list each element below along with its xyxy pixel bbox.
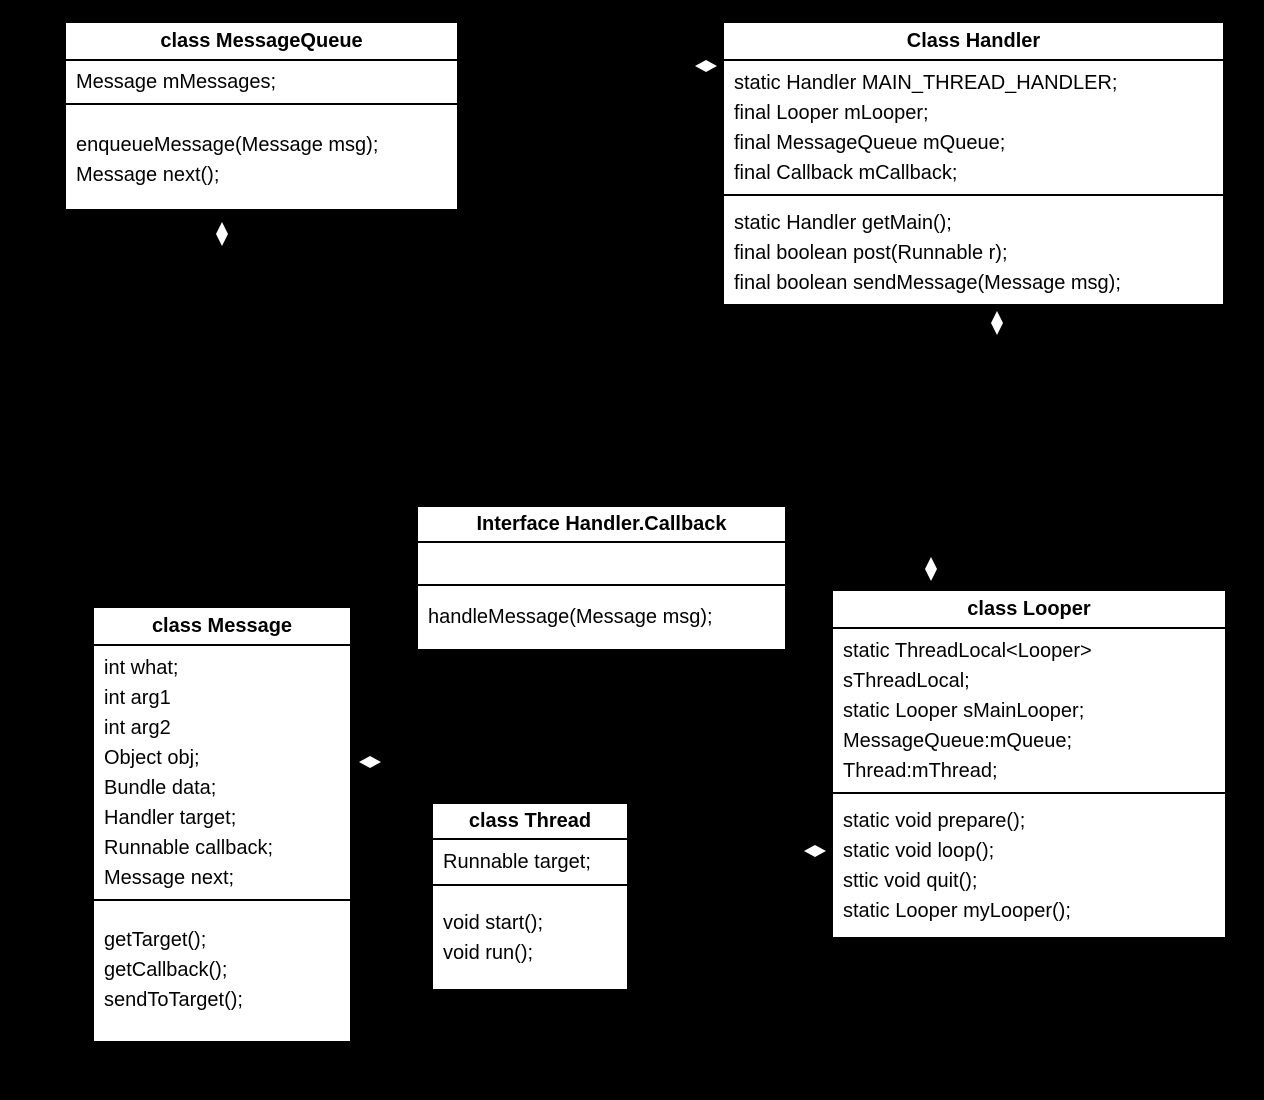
attributes-section: int what; int arg1 int arg2 Object obj; …	[94, 646, 350, 901]
method: static void prepare();	[843, 810, 1026, 832]
attribute: final Looper mLooper;	[734, 102, 929, 124]
methods-section: static Handler getMain(); final boolean …	[724, 196, 1223, 306]
class-box-thread: class Thread Runnable target; void start…	[432, 803, 628, 990]
method: void start();	[443, 912, 544, 934]
attribute: final MessageQueue mQueue;	[734, 132, 1006, 154]
class-title-handler: Class Handler	[724, 23, 1223, 61]
attributes-section: static Handler MAIN_THREAD_HANDLER; fina…	[724, 61, 1223, 196]
method: enqueueMessage(Message msg);	[76, 134, 379, 156]
attributes-section: static ThreadLocal<Looper> sThreadLocal;…	[833, 629, 1225, 794]
method: final boolean sendMessage(Message msg);	[734, 272, 1121, 294]
method: sttic void quit();	[843, 870, 978, 892]
attribute: Handler target;	[104, 807, 237, 829]
attribute: int arg2	[104, 717, 171, 739]
class-box-message: class Message int what; int arg1 int arg…	[93, 607, 351, 1042]
class-title-looper: class Looper	[833, 591, 1225, 629]
aggregation-diamond-icon-left-of-handler	[695, 60, 717, 72]
method: static Handler getMain();	[734, 212, 952, 234]
attribute: Bundle data;	[104, 777, 217, 799]
methods-section: getTarget(); getCallback(); sendToTarget…	[94, 901, 350, 1043]
method: final boolean post(Runnable r);	[734, 242, 1008, 264]
class-box-messagequeue: class MessageQueue Message mMessages; en…	[65, 22, 458, 210]
attribute: int what;	[104, 657, 179, 679]
methods-section: handleMessage(Message msg);	[418, 586, 785, 649]
method: getCallback();	[104, 959, 228, 981]
aggregation-diamond-icon-left-of-looper	[804, 845, 826, 857]
attribute: Object obj;	[104, 747, 200, 769]
class-title-message: class Message	[94, 608, 350, 646]
interface-title-handler-callback: Interface Handler.Callback	[418, 507, 785, 543]
attributes-section-empty	[418, 543, 785, 586]
aggregation-diamond-icon-right-of-message	[359, 756, 381, 768]
aggregation-diamond-icon-below-messagequeue	[216, 222, 228, 246]
attribute: final Callback mCallback;	[734, 162, 958, 184]
attribute: Runnable callback;	[104, 837, 273, 859]
method: handleMessage(Message msg);	[428, 606, 713, 628]
attribute: Message mMessages;	[76, 71, 277, 93]
attributes-section: Message mMessages;	[66, 61, 457, 105]
method: getTarget();	[104, 929, 207, 951]
aggregation-diamond-icon-below-handler	[991, 311, 1003, 335]
methods-section: enqueueMessage(Message msg); Message nex…	[66, 105, 457, 211]
attribute: Message next;	[104, 867, 235, 889]
method: sendToTarget();	[104, 989, 243, 1011]
attribute: static Looper sMainLooper;	[843, 700, 1085, 722]
class-title-messagequeue: class MessageQueue	[66, 23, 457, 61]
aggregation-diamond-icon-above-looper	[925, 557, 937, 581]
method: void run();	[443, 942, 534, 964]
method: Message next();	[76, 164, 220, 186]
attribute: Thread:mThread;	[843, 760, 998, 782]
interface-box-handler-callback: Interface Handler.Callback handleMessage…	[417, 506, 786, 650]
class-box-handler: Class Handler static Handler MAIN_THREAD…	[723, 22, 1224, 305]
attributes-section: Runnable target;	[433, 840, 627, 886]
methods-section: void start(); void run();	[433, 886, 627, 991]
method: static void loop();	[843, 840, 995, 862]
attribute: MessageQueue:mQueue;	[843, 730, 1073, 752]
methods-section: static void prepare(); static void loop(…	[833, 794, 1225, 939]
class-title-thread: class Thread	[433, 804, 627, 840]
attribute: int arg1	[104, 687, 171, 709]
attribute: static Handler MAIN_THREAD_HANDLER;	[734, 72, 1118, 94]
method: static Looper myLooper();	[843, 900, 1071, 922]
attribute: static ThreadLocal<Looper>	[843, 640, 1092, 662]
attribute: Runnable target;	[443, 851, 591, 873]
attribute: sThreadLocal;	[843, 670, 970, 692]
class-box-looper: class Looper static ThreadLocal<Looper> …	[832, 590, 1226, 938]
